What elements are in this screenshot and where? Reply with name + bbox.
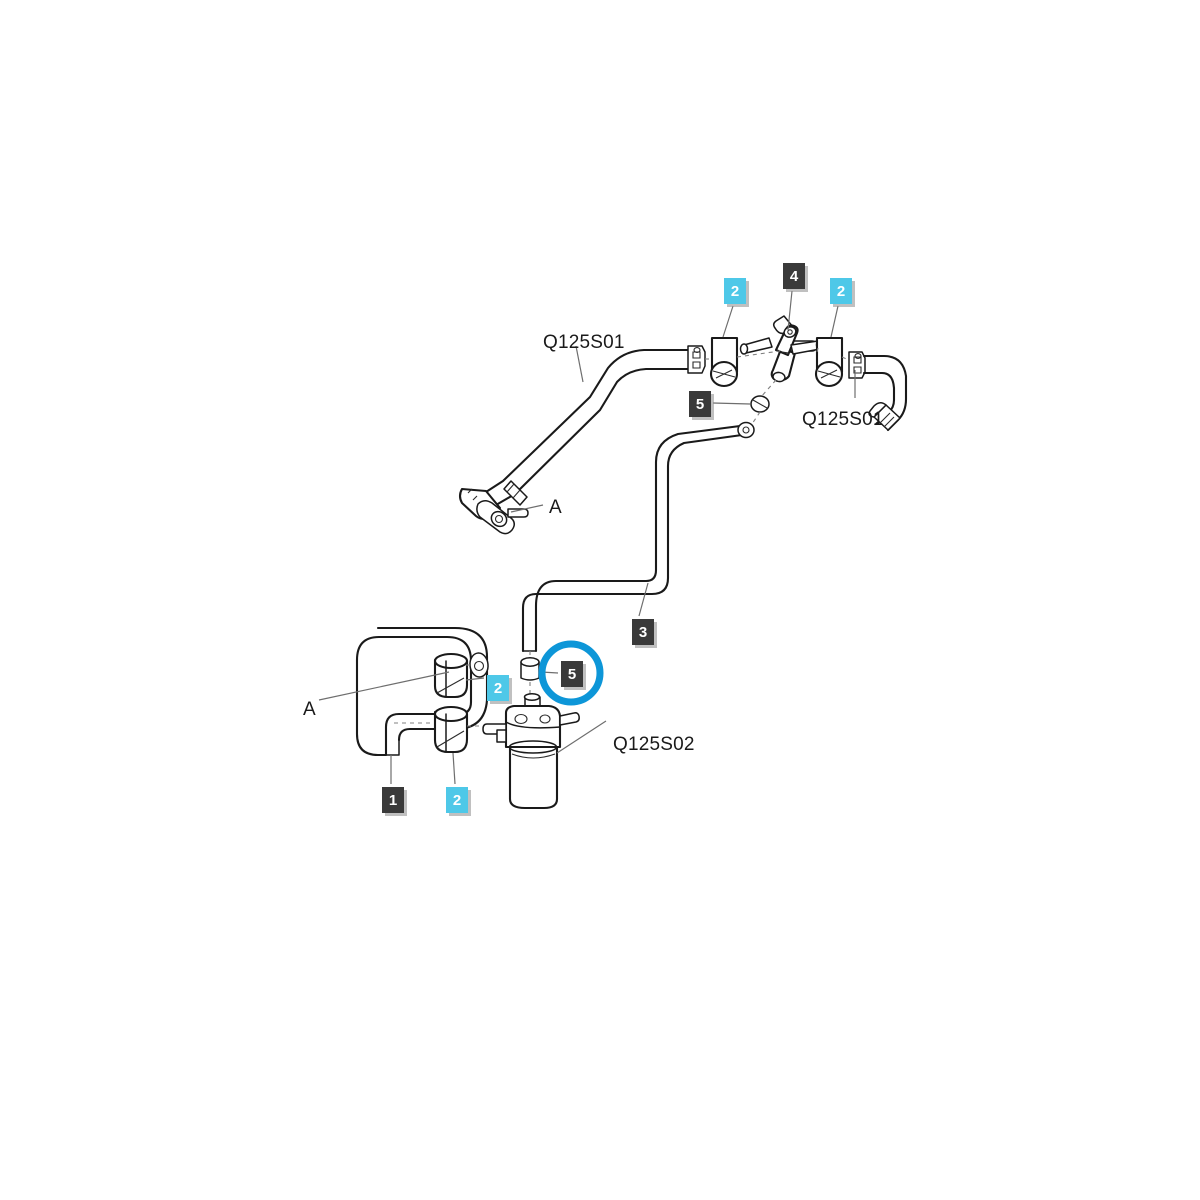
badge-part-2-upper-left[interactable]: 2 (724, 278, 746, 304)
fuel-filter-assembly-q125s02 (482, 693, 580, 810)
badge-part-2-middle-left[interactable]: 2 (487, 675, 509, 701)
upper-hose-right-fitting (687, 345, 706, 374)
badge-part-2-upper-right[interactable]: 2 (830, 278, 852, 304)
label-q125s02: Q125S02 (613, 734, 695, 755)
badge-part-5-upper[interactable]: 5 (689, 391, 711, 417)
sealing-washer-part-5-upper (750, 395, 770, 413)
return-fuel-line-part-3 (521, 421, 755, 653)
badge-part-5-highlighted[interactable]: 5 (561, 661, 583, 687)
label-q125s01-top: Q125S01 (543, 332, 625, 353)
hose-clamp-part-2-upper-left (709, 336, 739, 388)
right-short-fuel-hose-part (848, 351, 908, 432)
leader-lines (318, 290, 856, 785)
label-q125s01-right: Q125S01 (802, 409, 884, 430)
upper-left-fuel-hose-part (484, 348, 692, 507)
highlight-ring-part-5 (538, 640, 604, 706)
callout-letter-a-upper: A (549, 497, 562, 518)
badge-part-4[interactable]: 4 (783, 263, 805, 289)
badge-part-2-lower-left[interactable]: 2 (446, 787, 468, 813)
badge-part-3[interactable]: 3 (632, 619, 654, 645)
cross-joint-fitting-part-4 (739, 315, 825, 383)
sealing-grommet-part-5-highlighted (520, 657, 540, 681)
badge-part-1[interactable]: 1 (382, 787, 404, 813)
callout-letter-a-lower: A (303, 699, 316, 720)
lower-fuel-hose-part-1 (355, 626, 489, 757)
upper-hose-end-connector (458, 487, 529, 535)
hose-clamp-on-upper-hose (503, 480, 528, 506)
hose-clamp-part-2-lower (433, 705, 469, 754)
hose-clamp-part-2-middle (433, 652, 469, 699)
hose-clamp-part-2-upper-right (814, 336, 844, 388)
